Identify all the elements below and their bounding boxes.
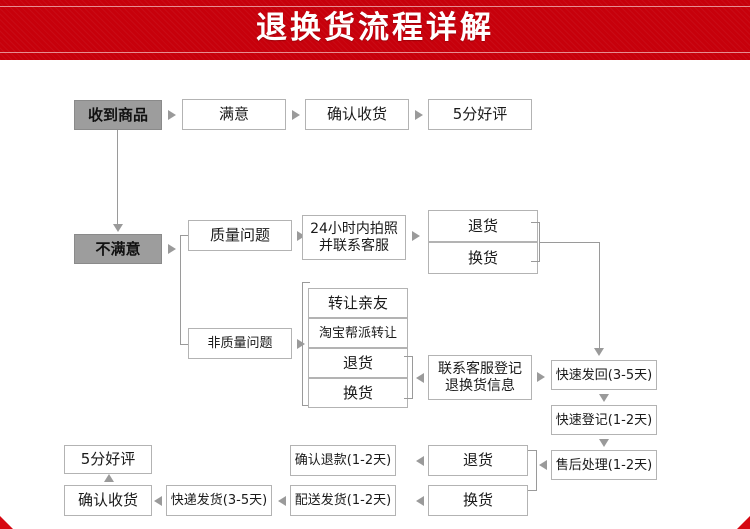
node-taobao-group-transfer[interactable]: 淘宝帮派转让 (308, 318, 408, 348)
bracket-return-exchange-nonquality (404, 356, 413, 399)
node-satisfied[interactable]: 满意 (182, 99, 286, 130)
node-confirm-refund[interactable]: 确认退款(1-2天) (290, 445, 396, 476)
page-header-banner: 退换货流程详解 (0, 0, 750, 60)
arrow-left-icon-return-to-refund (416, 456, 424, 466)
node-transfer-to-friend[interactable]: 转让亲友 (308, 288, 408, 318)
arrow-down-icon-to-sendback (594, 348, 604, 356)
arrow-left-icon-deliver-to-express (278, 496, 286, 506)
node-return-quality[interactable]: 退货 (428, 210, 538, 242)
node-unsatisfied[interactable]: 不满意 (74, 234, 162, 264)
arrow-down-icon-quickreg-to-aftersale (599, 439, 609, 447)
banner-rule-bottom (0, 52, 750, 53)
arrow-right-icon-satisfied-to-confirm (292, 110, 300, 120)
node-exchange-quality[interactable]: 换货 (428, 242, 538, 274)
node-confirm-receipt-top[interactable]: 确认收货 (305, 99, 409, 130)
node-five-star-rating-bottom[interactable]: 5分好评 (64, 445, 152, 474)
connector-quality-group-to-sendback-v (599, 242, 600, 350)
connector-received-to-unsatisfied (117, 130, 118, 228)
arrow-left-icon-aftersale-to-return-exchange (539, 460, 547, 470)
corner-mark-bottom-right-icon (737, 516, 750, 529)
arrow-left-icon-express-to-confirm (154, 496, 162, 506)
arrow-right-icon-confirm-to-rating (415, 110, 423, 120)
arrow-left-icon-exchange-to-deliver (416, 496, 424, 506)
bracket-return-exchange-quality (531, 222, 540, 262)
node-contact-service-register[interactable]: 联系客服登记 退换货信息 (428, 355, 532, 400)
node-after-sales-processing[interactable]: 售后处理(1-2天) (551, 450, 657, 480)
node-delivery-shipping[interactable]: 配送发货(1-2天) (290, 485, 396, 516)
node-fast-send-back[interactable]: 快速发回(3-5天) (551, 360, 657, 390)
arrow-right-icon-unsatisfied-branch (168, 244, 176, 254)
arrow-right-icon-nonquality-branch (297, 339, 305, 349)
arrow-left-icon-register-to-nonquality-group (416, 373, 424, 383)
node-return-nonquality[interactable]: 退货 (308, 348, 408, 378)
node-confirm-receipt-bottom[interactable]: 确认收货 (64, 485, 152, 516)
page-title: 退换货流程详解 (256, 10, 494, 46)
banner-rule-top (0, 6, 750, 7)
arrow-right-icon-photo-to-return-exchange (412, 231, 420, 241)
node-express-shipping[interactable]: 快递发货(3-5天) (166, 485, 272, 516)
node-exchange-nonquality[interactable]: 换货 (308, 378, 408, 408)
arrow-down-icon-sendback-to-quickreg (599, 394, 609, 402)
arrow-up-icon-confirm-to-rating (104, 474, 114, 482)
node-non-quality-issue[interactable]: 非质量问题 (188, 328, 292, 359)
node-fast-registration[interactable]: 快速登记(1-2天) (551, 405, 657, 435)
node-five-star-rating-top[interactable]: 5分好评 (428, 99, 532, 130)
node-received-goods[interactable]: 收到商品 (74, 100, 162, 130)
node-exchange-bottom[interactable]: 换货 (428, 485, 528, 516)
node-photo-and-contact[interactable]: 24小时内拍照 并联系客服 (302, 215, 406, 260)
connector-quality-group-to-sendback-h (540, 242, 599, 243)
bracket-unsatisfied-branches (180, 235, 190, 345)
node-quality-issue[interactable]: 质量问题 (188, 220, 292, 251)
corner-mark-bottom-left-icon (0, 516, 13, 529)
bracket-nonquality-options (302, 282, 310, 406)
bracket-return-exchange-bottom (528, 450, 537, 491)
arrow-right-icon-received-to-satisfied (168, 110, 176, 120)
arrow-right-icon-register-to-sendback (537, 372, 545, 382)
flowchart-canvas: 收到商品 满意 确认收货 5分好评 不满意 质量问题 非质量问题 24小时内拍照… (0, 60, 750, 529)
arrow-down-icon-received-to-unsatisfied (113, 224, 123, 232)
node-return-bottom[interactable]: 退货 (428, 445, 528, 476)
arrow-right-icon-quality-to-photo (297, 231, 305, 241)
